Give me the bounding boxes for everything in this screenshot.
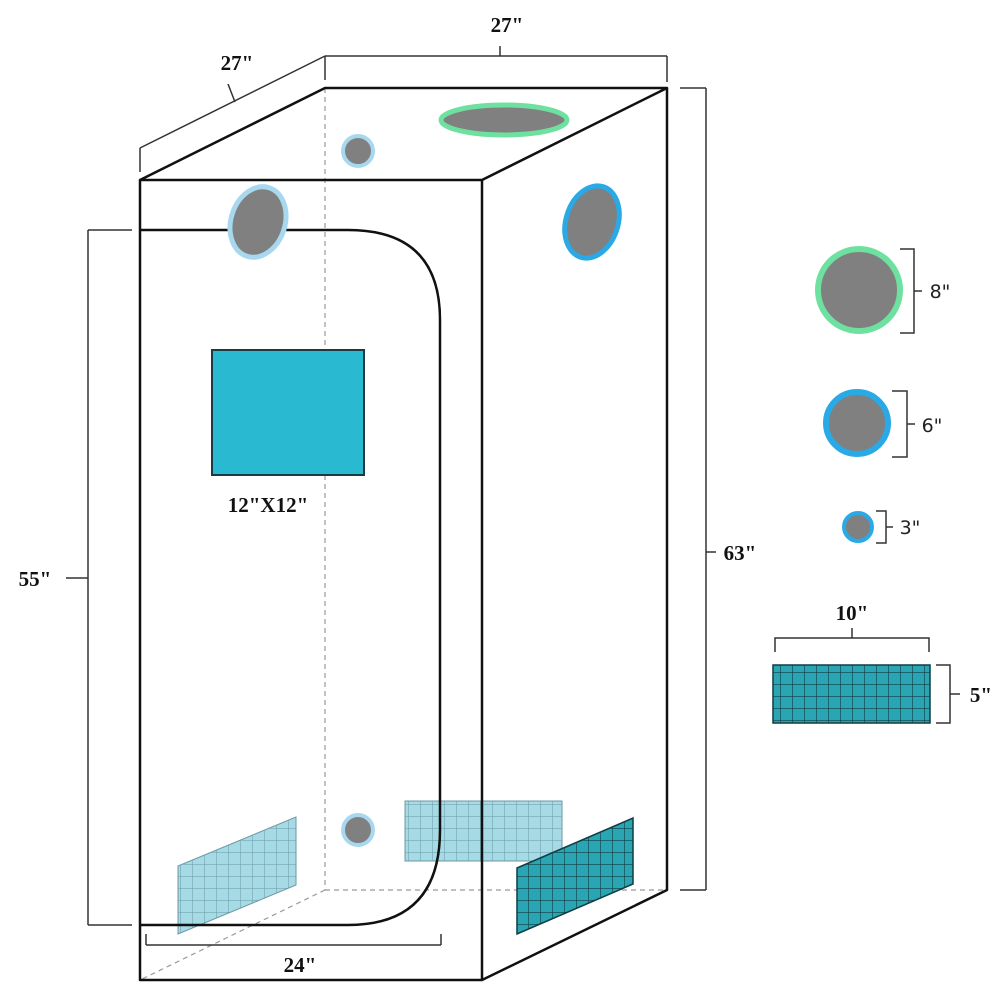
legend-vent-height-label: 5": [970, 683, 992, 707]
window-label: 12"X12": [228, 493, 308, 517]
legend-port-large-icon: [815, 246, 903, 334]
tent-outline: [138, 86, 669, 982]
height-label: 63": [724, 541, 757, 565]
width-label: 27": [491, 13, 524, 37]
back-vent: [404, 800, 563, 862]
dimension-lines: [66, 46, 716, 946]
front-port-medium: [227, 184, 289, 260]
top-port-small: [341, 134, 375, 168]
door-height-label: 55": [19, 567, 52, 591]
door-width-label: 24": [284, 953, 317, 977]
door-outline: [140, 228, 442, 927]
left-wall-vent: [177, 816, 297, 935]
depth-label: 27": [221, 51, 254, 75]
hidden-edges: [139, 88, 667, 981]
side-port-medium: [562, 183, 622, 261]
legend-port-small-label: 3": [900, 517, 921, 539]
legend-vent-icon: [772, 664, 931, 724]
back-port-small: [341, 813, 375, 847]
right-wall-vent: [516, 816, 634, 936]
legend-port-medium-label: 6": [922, 415, 943, 437]
top-port-large: [438, 102, 570, 138]
legend-vent-width-label: 10": [836, 601, 869, 625]
legend-port-medium-icon: [823, 389, 891, 457]
legend-port-large-label: 8": [930, 281, 951, 303]
legend-port-small-icon: [842, 511, 874, 543]
legend: 8" 6" 3" 10" 5": [772, 246, 992, 724]
window-panel: [211, 349, 365, 476]
